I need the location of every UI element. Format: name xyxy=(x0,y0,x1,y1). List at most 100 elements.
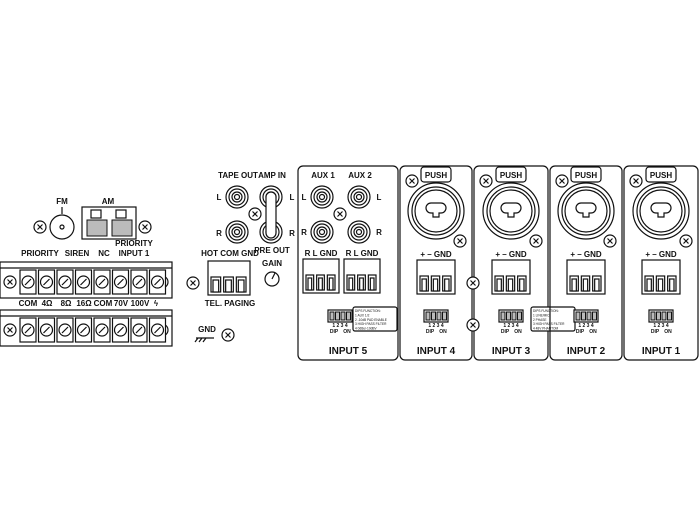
pins-label: + – GND xyxy=(495,250,527,259)
amp-r-label: R xyxy=(289,229,295,238)
aux2-l-jack[interactable] xyxy=(347,185,371,209)
gain-knob[interactable] xyxy=(264,271,280,287)
push-label: PUSH xyxy=(500,171,522,180)
dip-numbers: 1 2 3 4 xyxy=(428,323,444,329)
aux1-r-jack[interactable] xyxy=(310,220,334,244)
tape-r-label: R xyxy=(216,229,222,238)
screw-terminal[interactable] xyxy=(19,317,37,343)
aux2-pins-label: R L GND xyxy=(346,249,379,258)
nc-label: NC xyxy=(98,249,110,258)
am-label: AM xyxy=(102,197,115,206)
input-title: INPUT 4 xyxy=(417,346,456,357)
screw-terminal[interactable] xyxy=(37,317,56,343)
screw-terminal[interactable] xyxy=(111,317,130,343)
push-label: PUSH xyxy=(425,171,447,180)
aux1-connector[interactable] xyxy=(302,258,340,294)
speaker-terminal-label: 70V xyxy=(114,299,129,308)
dips-function-line: 2 -10dB PAD ENABLE xyxy=(355,318,387,322)
speaker-terminal-label: COM xyxy=(19,299,38,308)
speaker-terminal-label: COM xyxy=(94,299,113,308)
dip-numbers: 1 2 3 4 xyxy=(503,323,519,329)
screw-icon xyxy=(466,318,480,332)
screw-icon xyxy=(479,174,493,188)
screw-terminal[interactable] xyxy=(130,269,148,295)
speaker-terminal-label: 16Ω xyxy=(76,299,92,308)
dip-numbers: 1 2 3 4 xyxy=(332,323,348,329)
xlr-combo-jack[interactable]: PUSH xyxy=(482,166,540,240)
aux2-r-jack[interactable] xyxy=(347,220,371,244)
xlr-combo-jack[interactable]: PUSH xyxy=(407,166,465,240)
input-5-title: INPUT 5 xyxy=(329,346,368,357)
siren-label: SIREN xyxy=(65,249,90,258)
xlr-combo-jack[interactable]: PUSH xyxy=(632,166,690,240)
screw-terminal[interactable] xyxy=(56,317,74,343)
tel-paging-connector[interactable] xyxy=(207,260,251,296)
dips-function-line: DIPS FUNCTION: xyxy=(355,309,381,313)
screw-icon xyxy=(3,275,17,289)
screw-icon xyxy=(466,276,480,290)
fm-antenna-jack[interactable] xyxy=(49,214,75,240)
dip-on-label: ON xyxy=(589,329,597,335)
screw-terminal[interactable] xyxy=(37,269,56,295)
aux1-label: AUX 1 xyxy=(311,171,335,180)
screw-terminal[interactable] xyxy=(130,317,148,343)
screw-icon xyxy=(529,234,543,248)
aux1-l-jack[interactable] xyxy=(310,185,334,209)
screw-icon xyxy=(248,207,262,221)
aux2-connector[interactable] xyxy=(343,258,381,294)
priority-label: PRIORITY xyxy=(21,249,59,258)
screw-icon xyxy=(555,174,569,188)
xlr-combo-jack[interactable]: PUSH xyxy=(557,166,615,240)
screw-terminal[interactable] xyxy=(93,317,111,343)
priority-input-label-2: INPUT 1 xyxy=(119,249,150,258)
screw-icon xyxy=(138,220,152,234)
screw-terminal[interactable] xyxy=(19,269,37,295)
pins-label: + – GND xyxy=(645,250,677,259)
amp-in-label: AMP IN xyxy=(258,171,286,180)
dip-numbers: 1 2 3 4 xyxy=(578,323,594,329)
tel-paging-pins-label: HOT COM GND xyxy=(201,249,259,258)
pins-label: + – GND xyxy=(420,250,452,259)
screw-terminal[interactable] xyxy=(148,269,167,295)
am-antenna-terminal[interactable] xyxy=(81,206,137,240)
tape-out-l-jack[interactable] xyxy=(225,185,249,209)
dip-label: DIP xyxy=(330,329,339,335)
screw-icon xyxy=(221,328,235,342)
screw-terminal[interactable] xyxy=(111,269,130,295)
screw-icon xyxy=(333,207,347,221)
screw-terminal[interactable] xyxy=(56,269,74,295)
tel-paging-label: TEL. PAGING xyxy=(205,299,256,308)
screw-terminal[interactable] xyxy=(74,317,93,343)
balanced-input-connector[interactable] xyxy=(491,259,531,295)
jumper-link[interactable] xyxy=(265,191,277,239)
aux-l-label-2: L xyxy=(377,193,382,202)
input-title: INPUT 2 xyxy=(567,346,606,357)
balanced-input-connector[interactable] xyxy=(566,259,606,295)
dip-label: DIP xyxy=(501,329,510,335)
tape-out-label: TAPE OUT xyxy=(218,171,258,180)
ground-terminal[interactable]: GND xyxy=(194,325,235,343)
screw-terminal[interactable] xyxy=(74,269,93,295)
priority-input-label: PRIORITY xyxy=(115,239,153,248)
screw-terminal[interactable] xyxy=(93,269,111,295)
balanced-input-connector[interactable] xyxy=(641,259,681,295)
speaker-terminal-label: 100V xyxy=(131,299,150,308)
input-title: INPUT 3 xyxy=(492,346,531,357)
tape-out-r-jack[interactable] xyxy=(225,220,249,244)
dip-on-label: ON xyxy=(514,329,522,335)
screw-terminal[interactable] xyxy=(148,317,167,343)
dips-function-line: 4 48V PHANTOM xyxy=(533,327,558,331)
balanced-input-connector[interactable] xyxy=(416,259,456,295)
dip-label: DIP xyxy=(576,329,585,335)
